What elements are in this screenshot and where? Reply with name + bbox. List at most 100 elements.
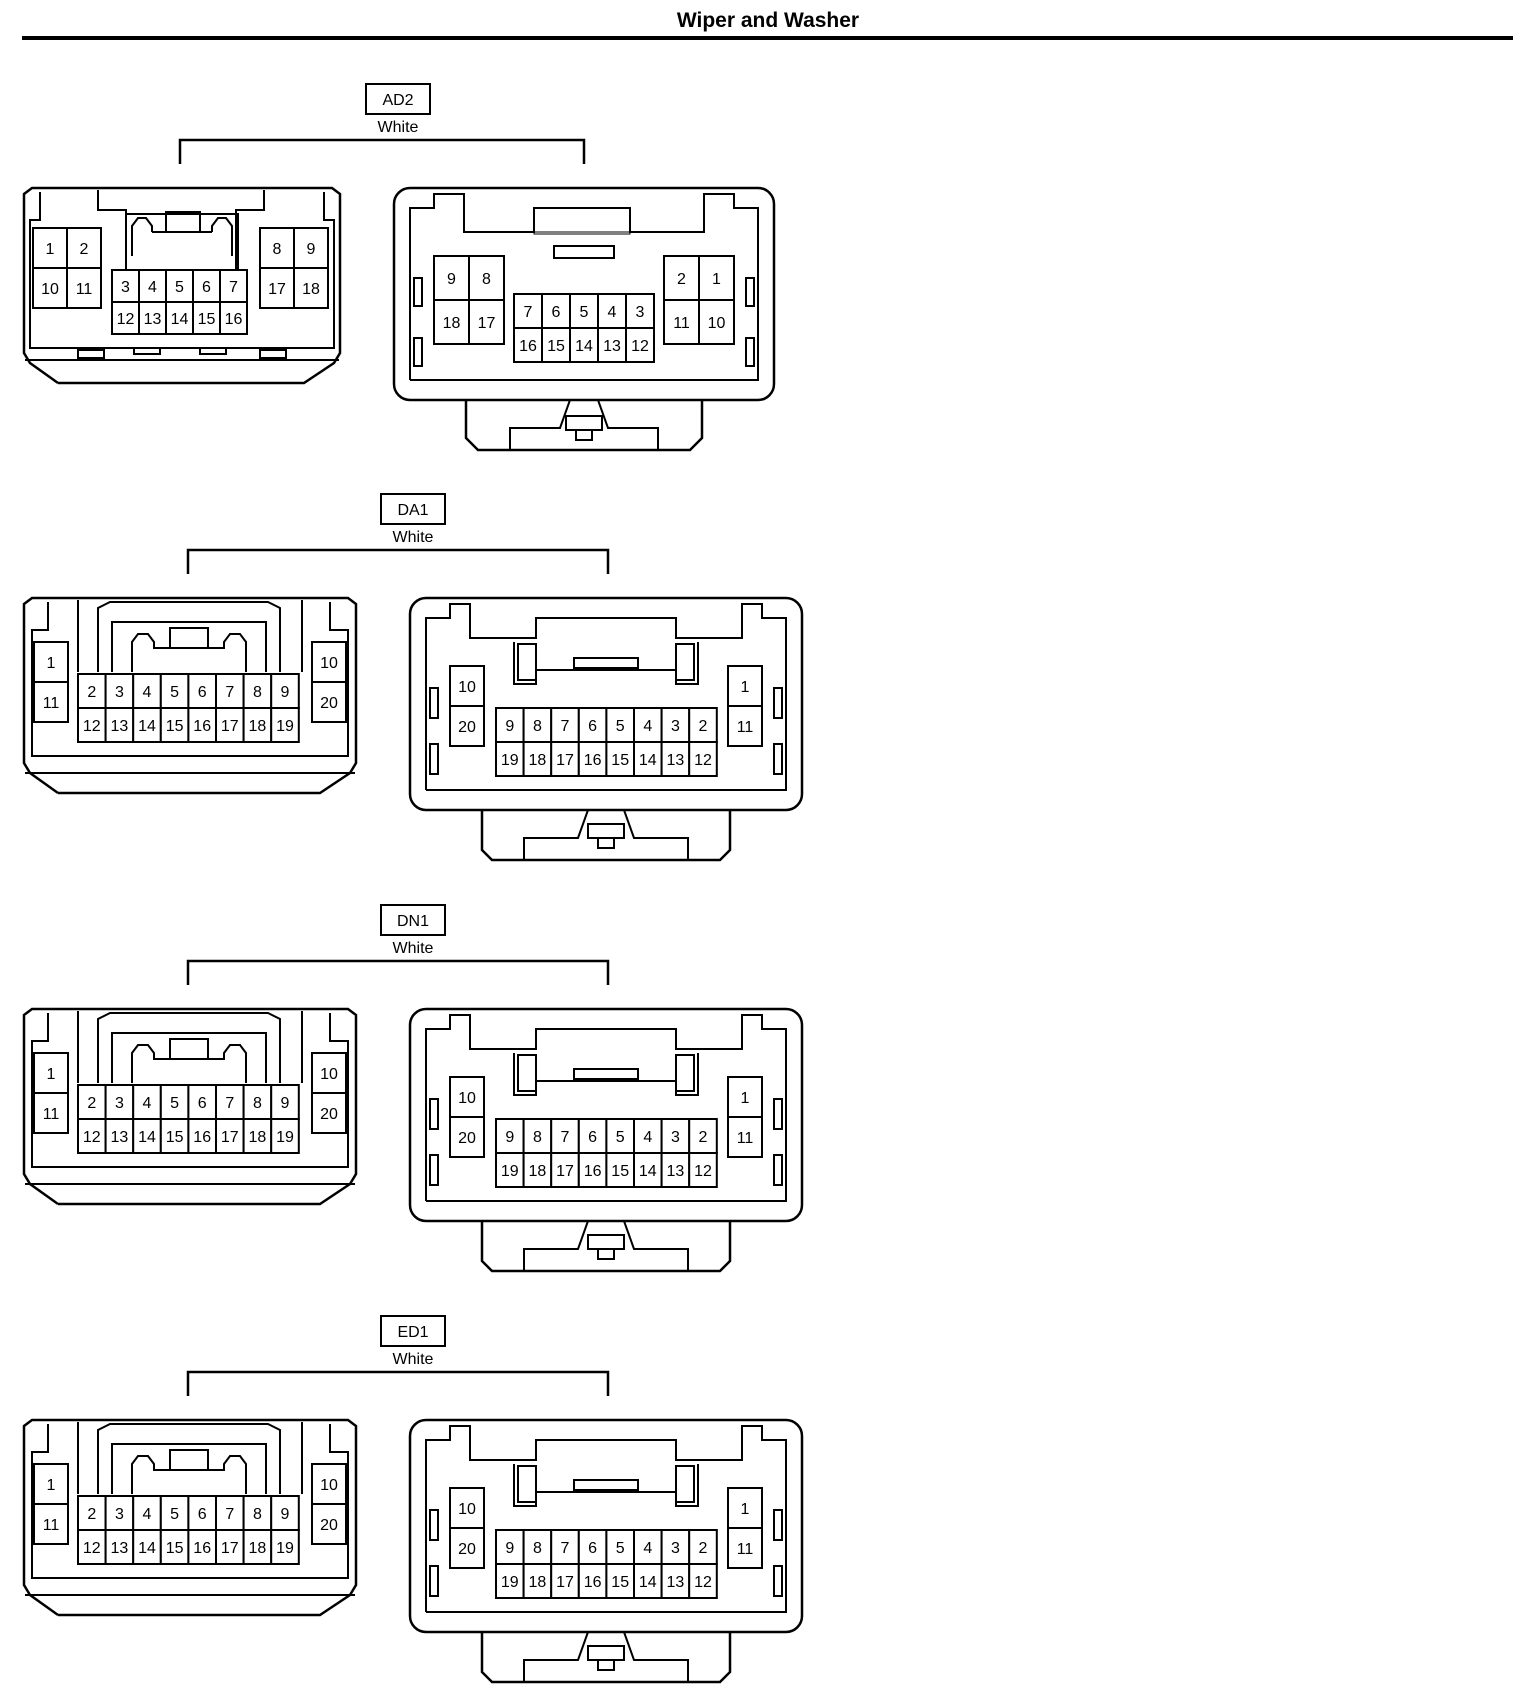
latch-housing bbox=[623, 809, 689, 860]
pin-cell bbox=[625, 327, 655, 363]
pin-number: 11 bbox=[737, 1541, 754, 1558]
pin-number: 7 bbox=[561, 1129, 570, 1146]
pin-number: 9 bbox=[505, 1129, 514, 1146]
pin-cell bbox=[242, 1529, 273, 1565]
latch-bay bbox=[97, 1012, 281, 1083]
pin-cell bbox=[449, 665, 485, 707]
pin-number: 18 bbox=[302, 281, 320, 298]
page-title: Wiper and Washer bbox=[676, 9, 860, 32]
latch-bay bbox=[97, 1423, 281, 1494]
pin-cell bbox=[219, 301, 248, 335]
pin-number: 20 bbox=[320, 1517, 338, 1534]
pin-cell bbox=[688, 707, 718, 743]
rib bbox=[199, 347, 227, 355]
pin-number: 1 bbox=[47, 1066, 56, 1083]
pin-number: 7 bbox=[225, 684, 234, 701]
pin-cell bbox=[577, 1118, 608, 1154]
pin-cell bbox=[215, 707, 245, 743]
pairing-bracket bbox=[178, 138, 586, 164]
pin-number: 15 bbox=[611, 1163, 629, 1180]
pin-cell bbox=[550, 1563, 580, 1599]
pin-number: 13 bbox=[111, 1129, 129, 1146]
pin-cell bbox=[577, 1152, 608, 1188]
pin-number: 5 bbox=[170, 1506, 179, 1523]
pin-cell bbox=[605, 1563, 636, 1599]
pin-cell bbox=[242, 707, 273, 743]
pin-cell bbox=[270, 1495, 300, 1531]
connector-code: ED1 bbox=[397, 1324, 428, 1341]
pin-cell bbox=[270, 707, 300, 743]
pin-cell bbox=[605, 1118, 636, 1154]
pin-cell bbox=[311, 1503, 347, 1545]
pin-cell bbox=[104, 1529, 135, 1565]
pin-number: 10 bbox=[320, 1477, 338, 1494]
side-key bbox=[773, 743, 783, 775]
pin-number: 13 bbox=[667, 1574, 685, 1591]
pin-number: 14 bbox=[138, 718, 156, 735]
pin-number: 3 bbox=[115, 1506, 124, 1523]
release-tab bbox=[565, 415, 603, 431]
receptacle-shell bbox=[408, 1418, 804, 1634]
pin-cell bbox=[32, 267, 68, 309]
pin-number: 17 bbox=[556, 1163, 574, 1180]
receptacle-inner bbox=[425, 1425, 787, 1613]
pin-number: 13 bbox=[667, 752, 685, 769]
pin-cell bbox=[727, 705, 763, 747]
pin-cell bbox=[663, 299, 700, 345]
pin-cell bbox=[495, 1563, 525, 1599]
latch-bay bbox=[97, 190, 127, 270]
pin-cell bbox=[33, 1463, 69, 1505]
pin-cell bbox=[192, 269, 221, 303]
pin-number: 8 bbox=[533, 1540, 542, 1557]
release-tab bbox=[587, 1234, 625, 1250]
pin-cell bbox=[311, 1463, 347, 1505]
pin-cell bbox=[522, 707, 553, 743]
pin-cell bbox=[468, 299, 505, 345]
connector-color-label: White bbox=[393, 529, 434, 546]
pin-number: 1 bbox=[47, 655, 56, 672]
pin-number: 9 bbox=[447, 271, 456, 288]
latch-arch bbox=[211, 217, 233, 256]
pin-number: 10 bbox=[708, 315, 726, 332]
pin-cell bbox=[77, 673, 107, 709]
pin-cell bbox=[727, 1487, 763, 1529]
latch-bay bbox=[235, 190, 265, 270]
pin-number: 4 bbox=[643, 718, 652, 735]
side-key bbox=[429, 743, 439, 775]
pin-number: 5 bbox=[616, 718, 625, 735]
side-key bbox=[413, 277, 423, 307]
pin-number: 5 bbox=[616, 1540, 625, 1557]
connector-code-box bbox=[380, 1315, 446, 1347]
side-key bbox=[773, 1509, 783, 1541]
pin-number: 3 bbox=[115, 684, 124, 701]
pin-number: 19 bbox=[501, 1163, 519, 1180]
pin-number: 5 bbox=[175, 279, 184, 296]
pin-cell bbox=[569, 293, 599, 329]
pin-cell bbox=[165, 301, 194, 335]
rib bbox=[77, 349, 105, 359]
pin-number: 15 bbox=[198, 311, 216, 328]
pin-number: 4 bbox=[143, 1095, 152, 1112]
pin-cell bbox=[215, 1118, 245, 1154]
pin-cell bbox=[33, 1092, 69, 1134]
pairing-bracket bbox=[186, 959, 610, 985]
pin-number: 3 bbox=[671, 1540, 680, 1557]
side-key bbox=[773, 1565, 783, 1597]
latch-tab bbox=[169, 1449, 209, 1471]
pin-number: 20 bbox=[320, 1106, 338, 1123]
pin-number: 19 bbox=[276, 1540, 294, 1557]
pin-number: 7 bbox=[225, 1095, 234, 1112]
pin-number: 12 bbox=[631, 338, 649, 355]
latch-housing bbox=[523, 1220, 589, 1271]
pin-number: 2 bbox=[677, 271, 686, 288]
pin-number: 3 bbox=[636, 304, 645, 321]
pin-cell bbox=[727, 665, 763, 707]
latch-post bbox=[675, 643, 695, 681]
pin-number: 18 bbox=[443, 315, 461, 332]
pin-cell bbox=[311, 681, 347, 723]
pin-number: 11 bbox=[43, 1517, 60, 1534]
